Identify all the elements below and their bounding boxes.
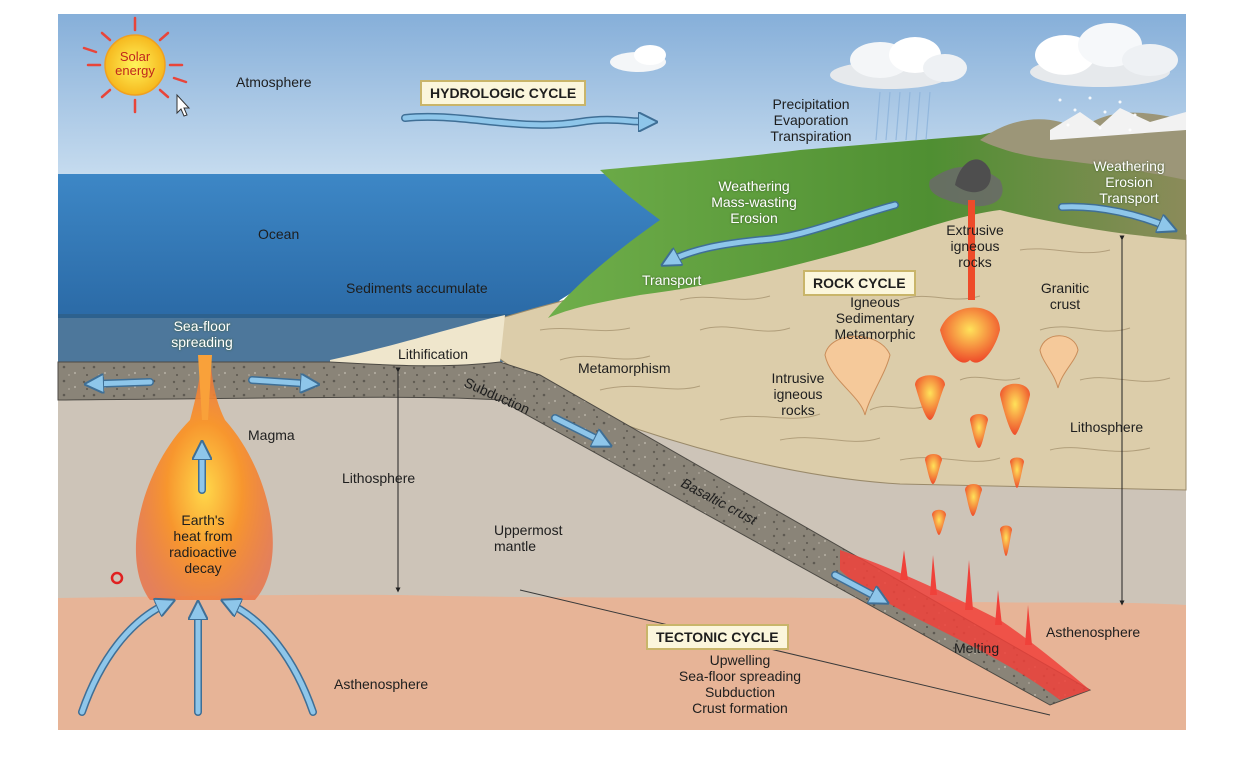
earths-heat-label: Earth's heat from radioactive decay — [169, 512, 237, 576]
asthenosphere-right-label: Asthenosphere — [1046, 624, 1141, 640]
cloud-small — [610, 45, 666, 72]
asthenosphere-bottom-label: Asthenosphere — [334, 676, 429, 692]
hydrologic-processes: Precipitation Evaporation Transpiration — [770, 96, 852, 144]
sediments-label: Sediments accumulate — [346, 280, 488, 296]
atmosphere-label: Atmosphere — [236, 74, 312, 90]
lithosphere-left-label: Lithosphere — [342, 470, 416, 486]
erosion-arrow — [668, 201, 899, 262]
solar-energy-label: Solar energy — [115, 49, 155, 78]
melt-drips — [900, 550, 1032, 645]
melting-label: Melting — [954, 640, 1000, 656]
rock-types-label: Igneous Sedimentary Metamorphic — [834, 294, 916, 342]
extrusive-label: Extrusive igneous rocks — [946, 222, 1004, 270]
upwelling-arrows — [78, 603, 317, 716]
weathering-left-label: Weathering Mass-wasting Erosion — [711, 178, 797, 226]
intrusive-pluton-left — [824, 335, 891, 416]
volcanic-conduit — [968, 200, 975, 300]
uppermost-mantle-label: Uppermost mantle — [494, 522, 563, 554]
magma-blobs — [915, 307, 1030, 556]
snowfall — [1058, 96, 1137, 132]
magma-label: Magma — [248, 427, 295, 443]
land-surface — [548, 125, 1186, 318]
subduction-arrow-lower — [831, 571, 882, 600]
volcano-plume — [955, 159, 991, 193]
tectonic-processes-label: Upwelling Sea-floor spreading Subduction… — [678, 652, 802, 716]
hydrologic-cycle-label: HYDROLOGIC CYCLE — [420, 80, 587, 106]
transport-arrow-right — [1058, 202, 1170, 228]
slab-boundary — [519, 589, 1051, 716]
ocean-water — [58, 174, 690, 318]
red-circle-marker — [110, 571, 124, 585]
rain-cloud-left — [830, 37, 967, 89]
sun-icon — [82, 16, 188, 114]
ocean-label: Ocean — [258, 226, 300, 242]
rain — [875, 91, 931, 141]
subduction-arrow-upper — [551, 414, 605, 443]
seafloor-spreading-label: Sea-floor spreading — [171, 318, 233, 350]
flow-arrows — [78, 117, 1170, 716]
hydrologic-arrow — [401, 117, 650, 125]
sediment-wedge — [330, 315, 505, 366]
transport-label: Transport — [642, 272, 702, 288]
mouse-cursor-icon — [176, 93, 191, 117]
intrusive-label: Intrusive igneous rocks — [771, 370, 825, 418]
lithification-label: Lithification — [398, 346, 469, 362]
lithosphere-right-label: Lithosphere — [1070, 419, 1144, 435]
snow-caps — [1050, 108, 1186, 140]
snow-cloud-right — [1030, 23, 1178, 87]
spreading-arrow-right — [248, 380, 312, 384]
melting-zone — [840, 550, 1090, 700]
intrusive-pluton-right — [1039, 335, 1079, 389]
metamorphism-label: Metamorphism — [578, 360, 671, 376]
weathering-right-label: Weathering Erosion Transport — [1093, 158, 1165, 206]
tectonic-cycle-label: TECTONIC CYCLE — [646, 624, 789, 650]
rock-cycle-label: ROCK CYCLE — [803, 270, 916, 296]
ridge-conduit — [198, 355, 212, 420]
granitic-crust-label: Granitic crust — [1040, 280, 1090, 312]
spreading-arrow-left — [92, 382, 154, 384]
